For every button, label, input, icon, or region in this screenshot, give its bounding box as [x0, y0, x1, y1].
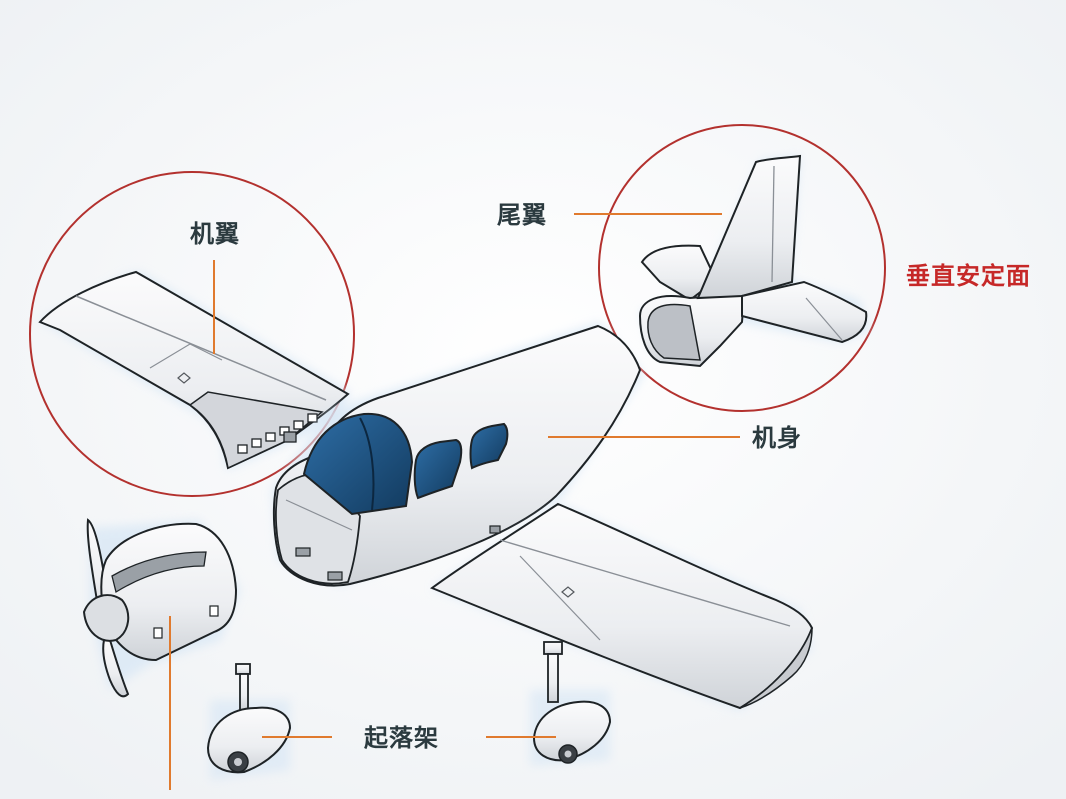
left-landing-gear-part: [206, 663, 292, 780]
fuselage-label: 机身: [752, 424, 802, 452]
wing-callout-circle: [29, 171, 355, 497]
right-landing-gear-part: [530, 641, 612, 766]
engine-part: [82, 518, 240, 698]
leader-lines: [169, 213, 740, 790]
wing-label: 机翼: [190, 220, 240, 248]
tail-label: 尾翼: [497, 201, 547, 229]
tail-callout-circle: [598, 124, 886, 412]
fuselage-part: [272, 322, 644, 587]
tail-detail-part: [638, 154, 870, 368]
vertical-stabilizer-label: 垂直安定面: [906, 262, 1031, 290]
wing-detail-part: [38, 270, 350, 470]
right-wing-part: [429, 502, 814, 710]
landing-gear-label: 起落架: [364, 724, 439, 752]
